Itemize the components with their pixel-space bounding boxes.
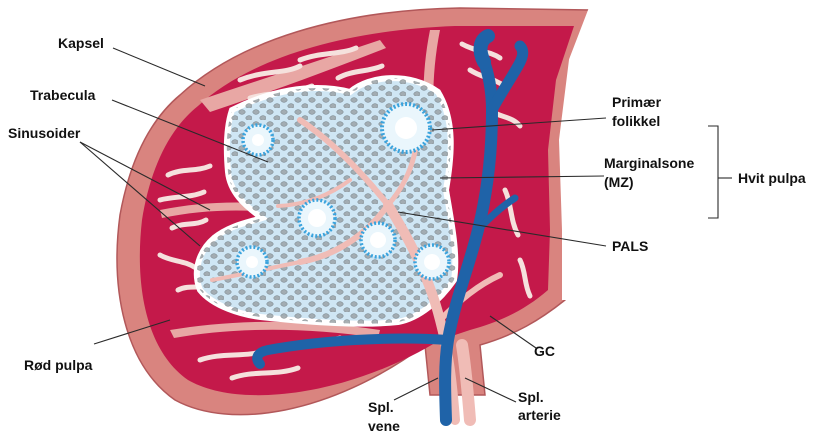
label-marginalsone-line1: Marginalsone [604, 155, 694, 171]
label-sinusoider: Sinusoider [8, 125, 81, 141]
label-hvit-pulpa: Hvit pulpa [738, 170, 806, 186]
follicle [299, 200, 335, 236]
follicle [243, 125, 273, 155]
label-spl-vene-line2: vene [368, 418, 400, 434]
label-gc: GC [534, 343, 555, 359]
label-kapsel: Kapsel [58, 35, 104, 51]
label-trabecula: Trabecula [30, 87, 96, 103]
follicle-primary [382, 104, 430, 152]
label-rod-pulpa: Rød pulpa [24, 357, 93, 373]
label-spl-arterie-line2: arterie [518, 407, 561, 423]
label-marginalsone-line2: (MZ) [604, 174, 634, 190]
follicle [361, 223, 395, 257]
label-pals: PALS [612, 238, 648, 254]
follicle [237, 247, 267, 277]
follicle [415, 245, 449, 279]
label-spl-vene-line1: Spl. [368, 399, 394, 415]
splenic-artery [462, 345, 470, 420]
label-spl-arterie-line1: Spl. [518, 389, 544, 405]
label-primaer-folikkel-line1: Primær [612, 94, 662, 110]
label-primaer-folikkel-line2: folikkel [612, 113, 660, 129]
